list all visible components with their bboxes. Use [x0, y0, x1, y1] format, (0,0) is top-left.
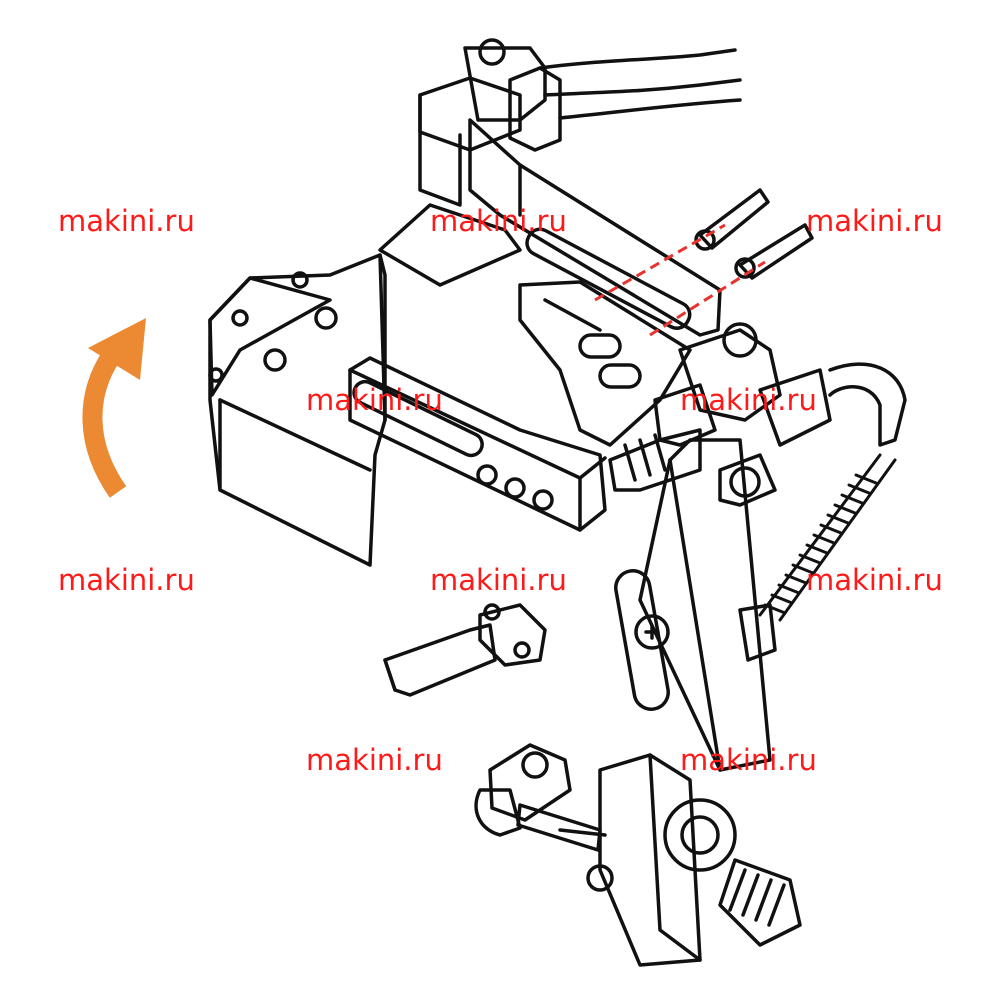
watermark-text: makini.ru: [806, 204, 943, 238]
watermark-text: makini.ru: [430, 563, 567, 597]
lower-clamp: [558, 753, 802, 967]
watermark-text: makini.ru: [680, 743, 817, 777]
watermark-text: makini.ru: [58, 563, 195, 597]
roller-bar: [474, 743, 602, 852]
screws: [694, 188, 814, 280]
loose-part: [383, 603, 547, 697]
guide-plate: [518, 280, 692, 447]
screw-leader-lines: [594, 223, 766, 337]
watermark-text: makini.ru: [306, 743, 443, 777]
main-plate: [208, 253, 387, 567]
watermark-text: makini.ru: [806, 563, 943, 597]
pivot-assembly: [608, 322, 907, 622]
watermark-text: makini.ru: [430, 204, 567, 238]
watermark-text: makini.ru: [58, 204, 195, 238]
upper-arm: [378, 118, 722, 337]
top-bracket: [418, 38, 742, 207]
watermark-text: makini.ru: [680, 383, 817, 417]
vertical-arm: [614, 438, 777, 772]
watermark-text: makini.ru: [306, 383, 443, 417]
slotted-block: [348, 356, 607, 532]
rotation-arrow-icon: [82, 318, 146, 498]
